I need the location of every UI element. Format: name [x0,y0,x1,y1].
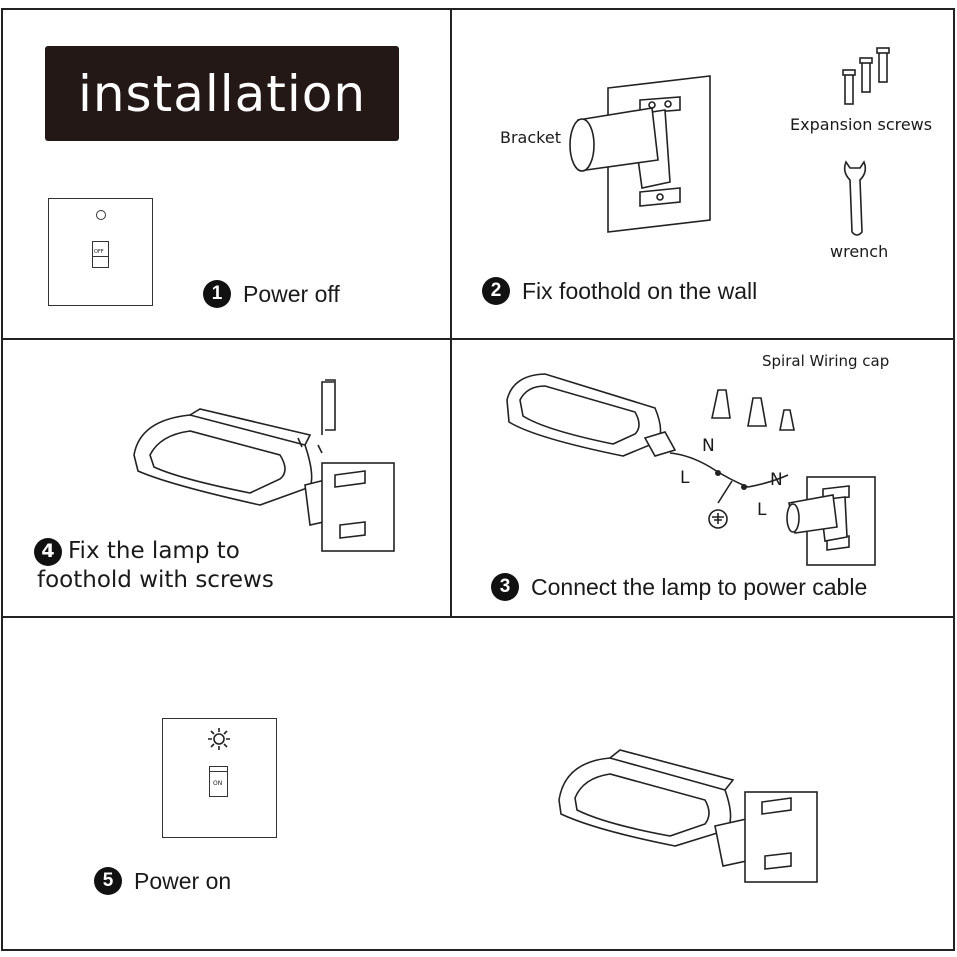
step-number: 3 [491,573,519,601]
sun-icon [208,728,230,750]
page-title: installation [45,46,399,141]
screw-icon [842,47,890,105]
panel-power-on [1,616,955,951]
l-left-label: L [680,468,690,488]
n-right-label: N [770,470,783,490]
allen-key-icon [321,381,334,435]
step-text-line1: Fix the lamp to [68,538,240,564]
spiral-wiring-cap-label: Spiral Wiring cap [762,352,890,370]
step-text-line2: foothold with screws [37,567,274,593]
step-text: Power off [243,280,340,307]
street-lamp-icon [558,749,818,883]
street-lamp-icon [506,373,677,457]
wiring-cap-icon [711,389,795,431]
step-number: 1 [203,280,231,308]
step-5: 5 Power on [94,867,231,895]
step-1: 1 Power off [203,280,340,308]
bracket-label: Bracket [500,128,561,147]
step-number: 5 [94,867,122,895]
bracket-icon [786,476,876,566]
step-2: 2 Fix foothold on the wall [482,277,757,305]
bracket-icon [569,75,711,233]
wiring-diagram [669,452,789,504]
step-3: 3 Connect the lamp to power cable [491,573,867,601]
light-switch-off-icon: OFF [48,198,153,306]
step-text: Fix foothold on the wall [522,277,758,304]
light-switch-on-icon: ON [162,718,277,838]
step-number: 2 [482,277,510,305]
step-4: 4 Fix the lamp to foothold with screws [34,537,274,595]
l-right-label: L [757,500,767,520]
wrench-icon [843,160,867,236]
expansion-screws-label: Expansion screws [790,115,933,134]
step-text: Connect the lamp to power cable [531,573,868,600]
street-lamp-icon [133,379,395,552]
wrench-label: wrench [830,242,889,261]
ground-icon [708,509,728,529]
step-text: Power on [134,867,232,894]
switch-off-label: OFF [94,249,104,255]
n-left-label: N [702,436,715,456]
switch-on-label: ON [213,780,223,787]
step-number: 4 [34,537,62,566]
